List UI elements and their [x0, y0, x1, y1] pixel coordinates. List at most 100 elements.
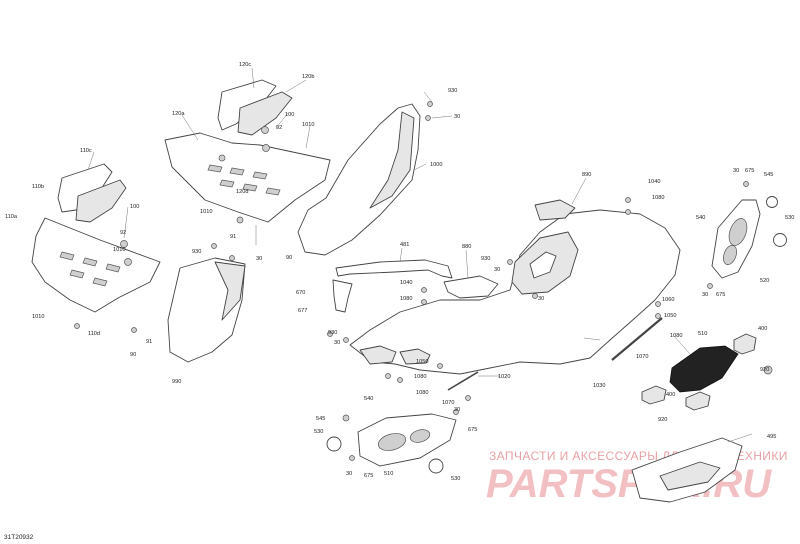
lens-530-lower: [428, 458, 444, 474]
callout-label: 30: [538, 296, 544, 302]
callout-label: 675: [468, 427, 477, 433]
headlight-opening: [529, 251, 557, 279]
callout-label: 1080: [400, 296, 412, 302]
callout-label: 930: [328, 330, 337, 336]
lower-panel-990-inner: [214, 261, 246, 321]
callout-label: 1080: [414, 374, 426, 380]
rod-1030: [611, 317, 663, 361]
callout-label: 30: [334, 340, 340, 346]
callout-labels: 120c 120b 120a 100 92 1010 120d 1010 91 …: [5, 62, 794, 482]
callout-label: 1010: [302, 122, 314, 128]
fasteners: [211, 101, 749, 461]
callout-label: 510: [384, 471, 393, 477]
callout-label: 110b: [32, 184, 44, 190]
callout-label: 510: [698, 331, 707, 337]
callout-label: 1050: [416, 359, 428, 365]
footrest-holes-120a: [207, 164, 281, 196]
callout-label: 400: [758, 326, 767, 332]
callout-label: 990: [172, 379, 181, 385]
callout-label: 1080: [652, 195, 664, 201]
callout-label: 400: [666, 392, 675, 398]
skid-plate-495-rib: [659, 461, 721, 491]
callout-label: 495: [767, 434, 776, 440]
callout-label: 110a: [5, 214, 18, 220]
callout-label: 120d: [236, 189, 248, 195]
callout-label: 120a: [172, 111, 185, 117]
callout-label: 677: [298, 308, 307, 314]
callout-label: 1060: [662, 297, 674, 303]
foot-peg-110b: [75, 179, 127, 223]
callout-label: 1050: [664, 313, 676, 319]
callout-label: 1010: [113, 247, 125, 253]
callout-label: 520: [760, 278, 769, 284]
callout-label: 540: [364, 396, 373, 402]
callout-label: 92: [120, 230, 126, 236]
callout-label: 545: [316, 416, 325, 422]
leader-lines: [87, 67, 753, 443]
callout-label: 30: [702, 292, 708, 298]
callout-label: 1080: [416, 390, 428, 396]
bracket-400-upper: [733, 333, 757, 355]
callout-label: 30: [733, 168, 739, 174]
callout-label: 675: [716, 292, 725, 298]
callout-label: 100: [130, 204, 139, 210]
cap-545-right: [766, 196, 778, 208]
callout-label: 545: [764, 172, 773, 178]
callout-label: 110c: [80, 148, 92, 154]
callout-label: 530: [785, 215, 794, 221]
callout-label: 1010: [200, 209, 212, 215]
watermark-tagline: ЗАПЧАСТИ И АКСЕССУАРЫ ДЛЯ МОТОТЕХНИКИ: [489, 449, 788, 463]
callout-label: 90: [286, 255, 292, 261]
footrest-holes-110a: [59, 251, 121, 287]
callout-label: 1010: [32, 314, 44, 320]
rod-1070: [447, 371, 479, 391]
callout-label: 91: [230, 234, 236, 240]
callout-label: 1040: [648, 179, 660, 185]
callout-label: 930: [192, 249, 201, 255]
drawing-code: 31T20932: [4, 534, 34, 541]
grille-510: [669, 345, 739, 393]
callout-label: 30: [256, 256, 262, 262]
callout-label: 1030: [593, 383, 605, 389]
callout-label: 675: [745, 168, 754, 174]
callout-label: 530: [314, 429, 323, 435]
callout-label: 1000: [430, 162, 442, 168]
callout-label: 670: [296, 290, 305, 296]
callout-label: 90: [130, 352, 136, 358]
lens-530-left: [326, 436, 342, 452]
fascia-tab-890: [534, 199, 576, 221]
callout-label: 1070: [636, 354, 648, 360]
callout-label: 120b: [302, 74, 314, 80]
callout-label: 890: [582, 172, 591, 178]
cover-880: [443, 275, 499, 299]
callout-label: 92: [276, 125, 282, 131]
callout-label: 930: [448, 88, 457, 94]
callout-label: 91: [146, 339, 152, 345]
callout-label: 30: [454, 407, 460, 413]
callout-label: 30: [494, 267, 500, 273]
callout-label: 30: [346, 471, 352, 477]
callout-label: 540: [696, 215, 705, 221]
callout-label: 481: [400, 242, 409, 248]
part-drawings: [31, 79, 787, 503]
callout-label: 1080: [670, 333, 682, 339]
side-panel-1000: [297, 103, 421, 256]
callout-label: 530: [451, 476, 460, 482]
callout-label: 1040: [400, 280, 412, 286]
callout-label: 1070: [442, 400, 454, 406]
footrest-plate-110a: [31, 217, 161, 313]
callout-label: 30: [454, 114, 460, 120]
callout-label: 120c: [239, 62, 251, 68]
callout-label: 920: [760, 367, 769, 373]
foot-peg-120b: [237, 91, 293, 136]
fascia-vents: [359, 345, 431, 365]
footrest-plate-120a: [164, 132, 331, 223]
callout-label: 1020: [498, 374, 510, 380]
callout-label: 675: [364, 473, 373, 479]
callout-label: 110d: [88, 331, 100, 337]
front-fascia-890: [349, 209, 681, 375]
bracket-670: [332, 279, 353, 313]
callout-label: 930: [481, 256, 490, 262]
trim-strip-481: [335, 259, 453, 279]
